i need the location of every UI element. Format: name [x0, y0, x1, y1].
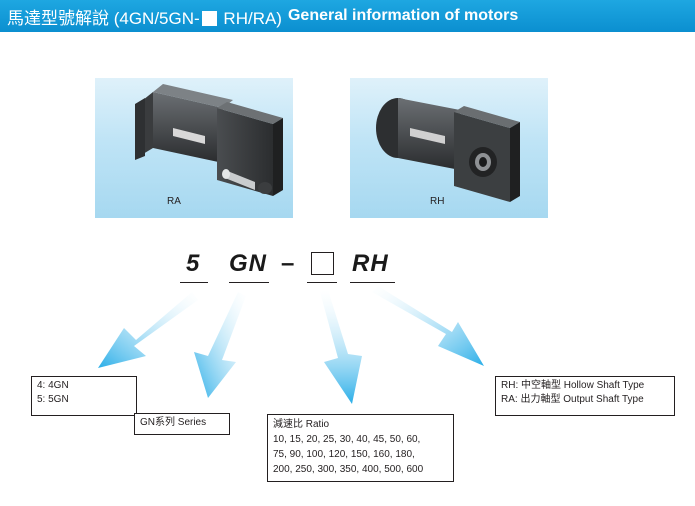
model-code-dash: –: [281, 250, 296, 277]
ratio-line-3: 200, 250, 300, 350, 400, 500, 600: [273, 464, 424, 475]
shaft-line-hollow: RH: 中空軸型 Hollow Shaft Type: [501, 380, 645, 391]
ratio-line-2: 75, 90, 100, 120, 150, 160, 180,: [273, 449, 415, 460]
motor-ra-image: [135, 84, 283, 196]
shaft-line-output: RA: 出力軸型 Output Shaft Type: [501, 394, 644, 405]
size-line-5gn: 5: 5GN: [37, 394, 69, 405]
photo-label-rh: RH: [430, 196, 445, 207]
placeholder-box-icon: [201, 10, 217, 26]
ratio-line-1: 10, 15, 20, 25, 30, 40, 45, 50, 60,: [273, 434, 421, 445]
model-code-voltage: 5: [186, 250, 201, 277]
ratio-placeholder-box: [311, 252, 334, 275]
ratio-title: 減速比 Ratio: [273, 419, 330, 430]
motor-photo-rh: RH: [350, 78, 548, 218]
model-code-shaft: RH: [352, 250, 389, 277]
series-text: GN系列 Series: [140, 417, 207, 428]
motor-photo-ra: RA: [95, 78, 293, 218]
photo-label-ra: RA: [167, 196, 181, 207]
size-box: 4: 4GN 5: 5GN: [31, 376, 137, 416]
underline-2: [229, 282, 269, 283]
motor-rh-image: [376, 98, 520, 202]
ratio-box: 減速比 Ratio 10, 15, 20, 25, 30, 40, 45, 50…: [267, 414, 454, 482]
header-title-cn: 馬達型號解說 (4GN/5GN- RH/RA): [7, 8, 282, 28]
size-line-4gn: 4: 4GN: [37, 380, 69, 391]
header-title-en: General information of motors: [287, 7, 519, 24]
header-bar: 馬達型號解說 (4GN/5GN- RH/RA) General informat…: [0, 0, 695, 32]
arrow-to-series: [194, 292, 246, 398]
series-box: GN系列 Series: [134, 413, 230, 435]
shaft-box: RH: 中空軸型 Hollow Shaft Type RA: 出力軸型 Outp…: [495, 376, 675, 416]
model-code-series: GN: [229, 250, 267, 277]
arrow-to-shaft: [372, 286, 484, 366]
arrow-to-size: [98, 292, 198, 368]
arrow-to-ratio: [320, 290, 362, 404]
underline-1: [180, 282, 208, 283]
underline-4: [350, 282, 395, 283]
underline-3: [307, 282, 337, 283]
